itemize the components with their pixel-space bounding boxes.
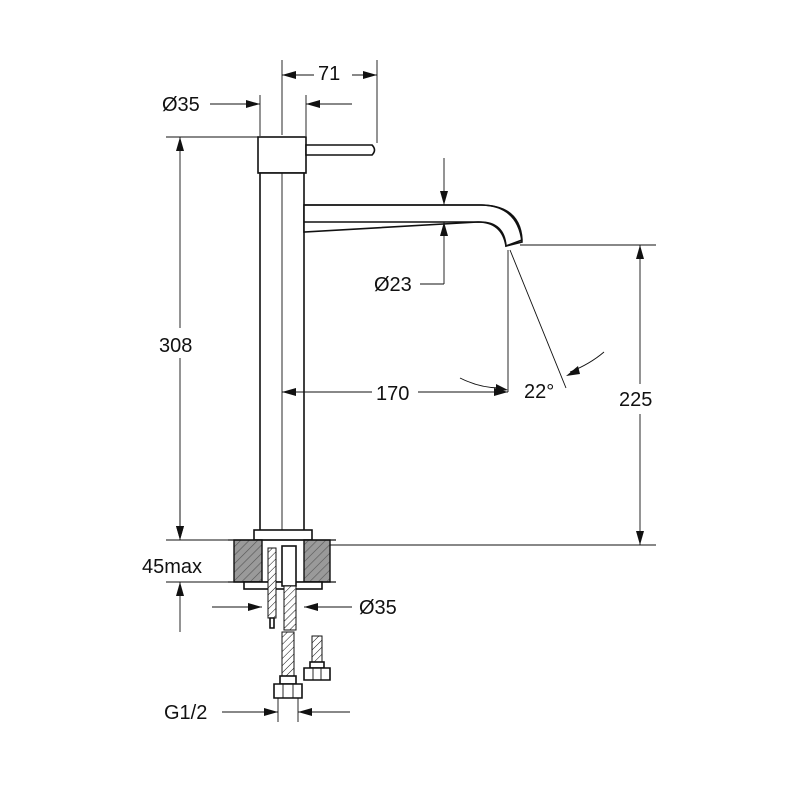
threaded-stud (267, 547, 277, 619)
dim-body-diameter: Ø35 (162, 94, 352, 136)
under-deck-fittings (267, 545, 331, 699)
dim-hole-diameter: Ø35 (212, 597, 397, 619)
lever-handle (305, 144, 376, 156)
braided-hose-main (283, 585, 297, 631)
stud-tip (269, 617, 275, 629)
deck-right-section (303, 539, 331, 583)
label-spout-diameter: Ø23 (374, 274, 412, 296)
dim-total-height: 308 (157, 136, 258, 540)
label-mount-thickness: 45max (142, 556, 202, 578)
dim-spout-angle: 22° (459, 249, 605, 403)
faucet-body (253, 136, 523, 541)
hose-2-nut (303, 667, 331, 681)
spout (303, 204, 523, 248)
hose-1-ferrule (279, 675, 297, 685)
dim-mount-thickness: 45max (140, 500, 234, 632)
label-total-height: 308 (159, 335, 192, 357)
label-thread: G1/2 (164, 702, 207, 724)
dim-spout-height: 225 (330, 244, 664, 546)
braided-hose-1 (281, 631, 295, 679)
deck-left-section (233, 539, 263, 583)
base-flange (253, 529, 313, 541)
hose-1-nut (273, 683, 303, 699)
spout-outline (304, 204, 523, 248)
dim-handle-width: 71 (281, 60, 378, 143)
label-spout-height: 225 (619, 389, 652, 411)
label-spout-angle: 22° (524, 381, 554, 403)
dim-thread: G1/2 (164, 698, 350, 724)
hose-2-ferrule (309, 661, 325, 669)
handle-cap (257, 136, 307, 174)
label-hole-diameter: Ø35 (359, 597, 397, 619)
connector-body (281, 545, 297, 587)
label-spout-reach: 170 (376, 383, 409, 405)
label-handle-width: 71 (318, 63, 340, 85)
dim-spout-diameter: Ø23 (374, 158, 448, 296)
label-body-diameter: Ø35 (162, 94, 200, 116)
